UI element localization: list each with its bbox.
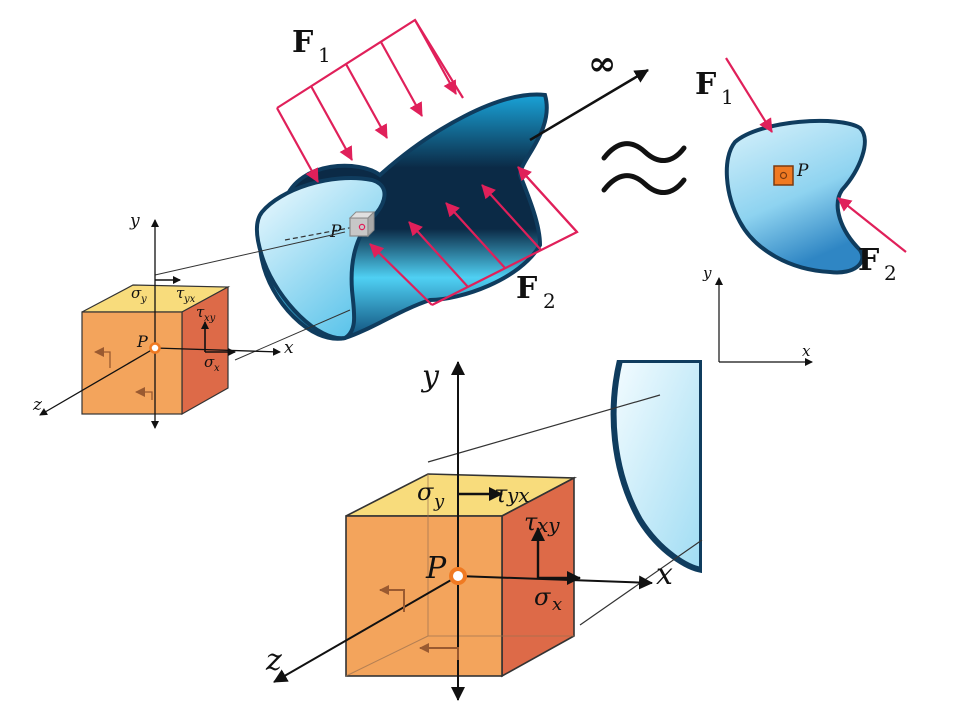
svg-text:2: 2 [543,289,556,313]
section-force-f1-label: F 1 [695,67,734,109]
small-cube-tau-xy: τ xy [196,303,216,324]
svg-text:xy: xy [537,513,560,537]
svg-text:y: y [140,294,147,305]
small-stress-cube: P y x z σ y τ yx τ xy σ x [32,211,351,429]
section-force-f2-arrow [837,197,907,253]
svg-text:yx: yx [506,483,530,507]
point-p-element [348,210,376,238]
section-shape [724,118,867,275]
point-p-label: P [329,222,342,242]
svg-text:x: x [214,363,220,374]
svg-text:y: y [433,491,445,512]
small-cube-axis-y: y [129,211,140,231]
section-point-label: P [796,161,809,181]
section-axis-y-label: y [702,264,712,282]
section-axis-x-label: x [802,342,811,360]
load-f2-arrow [517,166,578,233]
small-cube-point [149,342,161,354]
small-cube-sigma-y: σ y [131,284,147,305]
loaded-body: ∞ P [255,44,649,341]
zoomed-cube-axis-x: x [656,557,673,592]
svg-text:F: F [292,25,313,60]
zoomed-cube-sigma-x: σ x [534,583,562,615]
force-f2-label: F 2 [516,271,556,313]
svg-text:τ: τ [524,508,538,536]
zoomed-cube-axis-y: y [420,359,440,394]
distributed-load-f1 [276,18,464,183]
small-cube-stress-arrows [155,276,236,356]
svg-text:yx: yx [183,294,196,305]
zoomed-stress-cube: P y x z σ y τ yx τ xy σ x [265,359,703,701]
zoomed-cube-tau-yx: τ yx [494,480,530,508]
section-point-element [773,165,794,186]
load-f2-arrow [445,202,506,269]
small-cube-axes [39,219,281,429]
small-cube-front [81,311,183,415]
cross-section: P F 1 F 2 y x [695,57,907,366]
svg-text:1: 1 [721,85,734,109]
zoomed-cube-hidden-edges [345,474,574,677]
zoomed-cube-stress-arrows [458,487,581,585]
load-f2-arrow [481,184,542,251]
small-cube-hidden-arrows [94,347,153,400]
svg-text:2: 2 [884,261,897,285]
small-cube-tau-yx: τ yx [176,284,196,305]
zoomed-body-face [610,360,702,574]
load-f1-arrow [310,85,353,161]
zoomed-cube-axis-z: z [265,643,282,678]
svg-text:1: 1 [318,43,331,67]
zoomed-cube-point-label: P [425,551,447,586]
zoomed-cube-axes [273,361,653,701]
svg-text:σ: σ [131,284,142,302]
load-f1-arrow [380,41,423,117]
small-cube-axis-z: z [32,395,43,415]
svg-text:F: F [695,67,716,102]
svg-text:σ: σ [204,353,215,371]
svg-text:σ: σ [534,583,551,611]
zoomed-cube-tau-xy: τ xy [524,508,560,537]
load-f2-arrow [369,243,433,306]
section-force-f1-arrow [725,57,773,133]
load-f1-arrow [276,107,319,183]
small-cube-point-label: P [136,332,148,351]
zoomed-cube-point [449,567,467,585]
infinity-label: ∞ [588,44,616,84]
svg-text:F: F [858,243,879,278]
centroid-axis [529,68,649,142]
svg-text:x: x [552,594,562,615]
load-f1-arrow [345,63,388,139]
small-cube-sigma-x: σ x [204,353,220,374]
svg-text:F: F [516,271,537,306]
zoomed-projection-line [427,394,661,463]
zoomed-cube-hidden-arrows [379,585,459,660]
small-cube-axis-x: x [284,338,294,358]
svg-text:xy: xy [204,313,216,324]
small-cube-projection-line [154,231,346,276]
svg-text:τ: τ [176,284,185,302]
approximately-equal-icon [601,141,687,195]
svg-text:τ: τ [494,480,508,508]
load-f2-arrow [408,221,469,288]
section-force-f2-label: F 2 [858,243,897,285]
zoomed-cube-sigma-y: σ y [417,478,445,512]
section-axes [715,277,813,366]
svg-text:τ: τ [196,303,205,321]
force-f1-label: F 1 [292,25,331,67]
distributed-load-f2 [369,166,579,306]
svg-text:σ: σ [417,478,434,506]
load-f1-arrow [414,19,457,95]
